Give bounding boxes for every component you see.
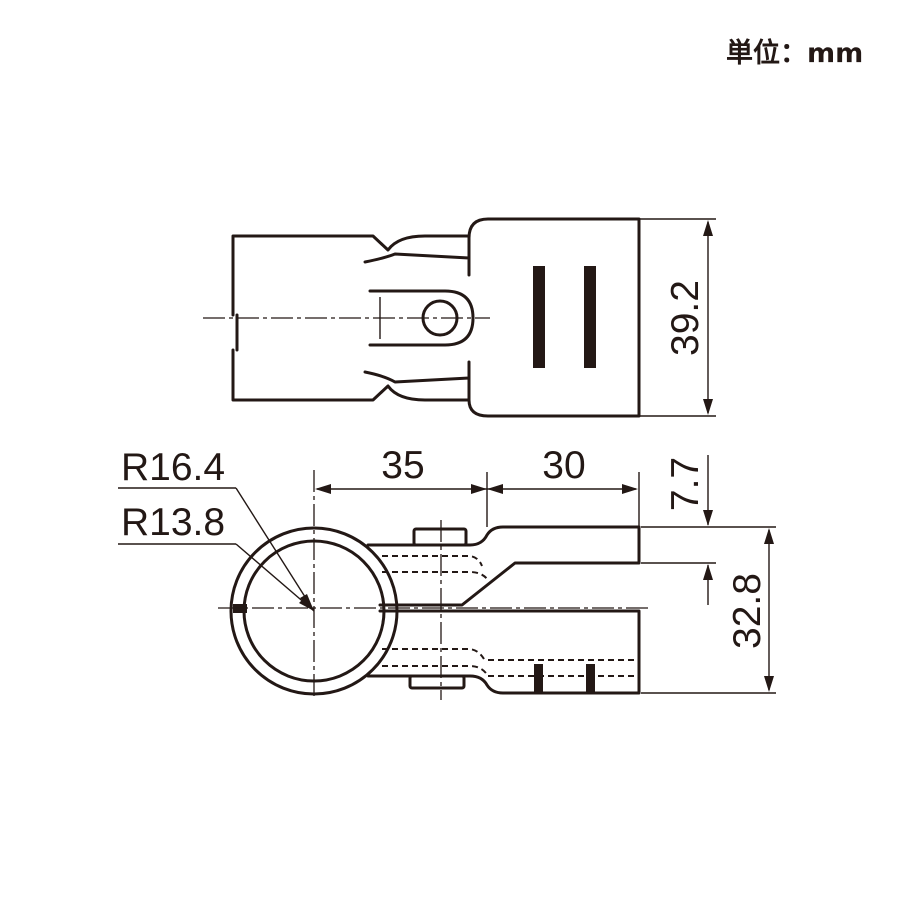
arrow-head xyxy=(703,220,713,236)
radius-leader-inner xyxy=(235,543,315,612)
arrow-head xyxy=(703,510,713,526)
lower-grip-right xyxy=(586,664,595,694)
top-view: 39.2 xyxy=(203,217,716,418)
side-view: 35 30 7.7 32.8 R16.4 R13.8 xyxy=(118,444,776,700)
top-view-slot xyxy=(368,289,475,347)
lower-pin-head xyxy=(408,674,466,690)
lower-grip-left xyxy=(534,664,543,694)
dim-outer-radius: R16.4 xyxy=(121,446,225,489)
grip-bar-left xyxy=(533,266,545,368)
arrow-head xyxy=(487,484,503,494)
arrow-head xyxy=(764,528,774,544)
arrow-head xyxy=(471,484,487,494)
arrow-head xyxy=(622,484,638,494)
units-label: 単位：mm xyxy=(726,37,863,69)
dim-length-30: 30 xyxy=(542,444,585,487)
arrow-head xyxy=(703,564,713,580)
dim-inner-radius: R13.8 xyxy=(121,501,225,544)
arrow-head xyxy=(764,676,774,692)
lower-arm xyxy=(366,609,641,695)
upper-pin-head xyxy=(412,527,468,547)
arrow-head xyxy=(703,399,713,415)
upper-arm xyxy=(366,525,641,607)
arrow-head xyxy=(299,597,314,611)
upper-arm-hidden xyxy=(382,555,489,581)
dim-overall-height: 39.2 xyxy=(664,280,707,356)
lower-arm-hidden xyxy=(382,648,640,677)
radius-leader-outer xyxy=(235,487,315,612)
dim-slot-width: 7.7 xyxy=(664,457,707,511)
grip-bar-right xyxy=(584,266,596,368)
dim-length-35: 35 xyxy=(381,444,424,487)
arrow-head xyxy=(315,484,331,494)
dim-side-height: 32.8 xyxy=(726,573,769,649)
